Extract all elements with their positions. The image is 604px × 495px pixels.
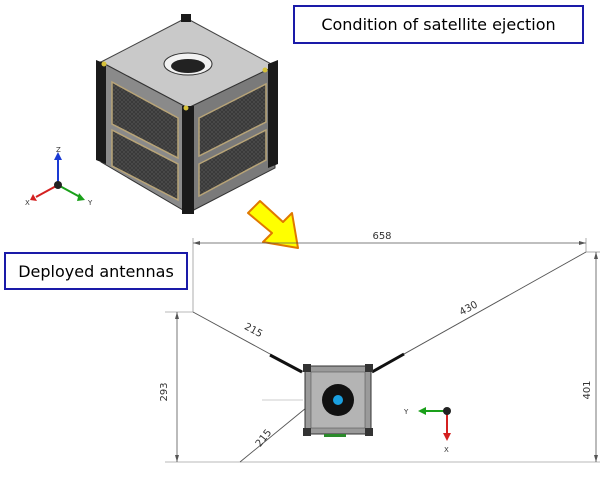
axis-x-label-top: X	[25, 199, 30, 207]
axis-y-label-top: Y	[87, 199, 93, 207]
cubesat-top-view	[303, 364, 373, 437]
cubesat-stowed	[96, 14, 278, 214]
transition-arrow	[247, 200, 299, 249]
deployed-antennas-label: Deployed antennas	[4, 252, 188, 290]
dim-height-left: 293	[159, 382, 170, 401]
ejection-condition-label: Condition of satellite ejection	[293, 5, 584, 44]
axis-y-label-bottom: Y	[403, 408, 409, 416]
dim-antenna-lower-left: 215	[254, 428, 274, 450]
dim-height-right: 401	[582, 380, 593, 399]
antenna-upper-right	[371, 251, 587, 373]
dim-total-width: 658	[372, 231, 391, 242]
dim-antenna-upper-left: 215	[242, 321, 264, 340]
axis-z-label-top: Z	[56, 146, 61, 154]
deployed-drawing: 658 293 401 215 430 215	[159, 231, 600, 463]
axis-triad-bottom: Y X	[403, 407, 451, 454]
axis-x-label-bottom: X	[444, 446, 449, 454]
antenna-lower-left	[239, 407, 307, 463]
axis-triad-top: Z X Y	[25, 146, 93, 207]
dim-antenna-upper-right: 430	[458, 299, 480, 318]
